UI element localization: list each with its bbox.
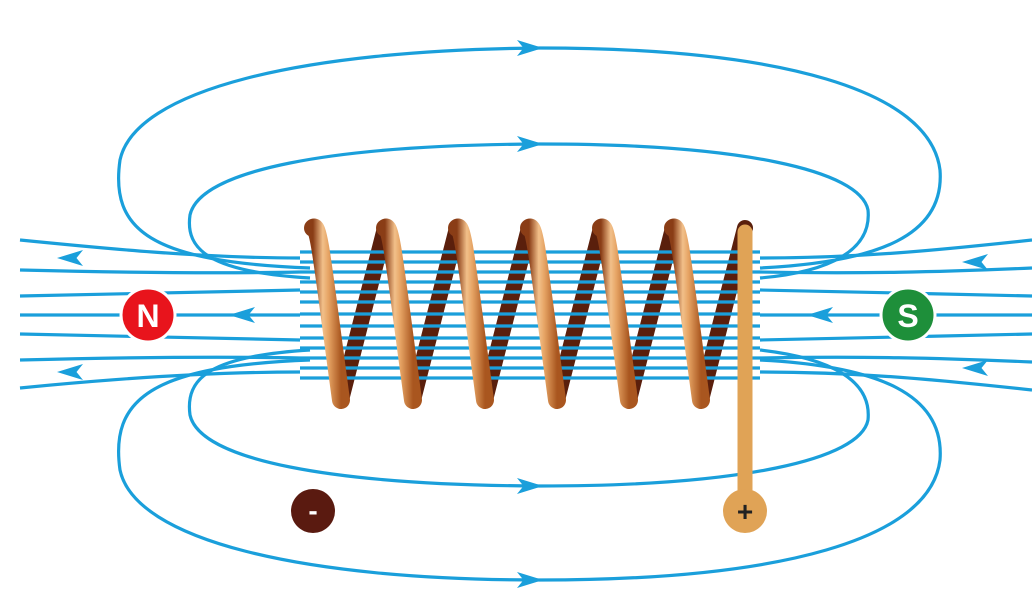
field-loop-bottom-inner (187, 348, 870, 488)
positive-terminal-label: + (737, 496, 753, 527)
arrow-right-bottom (962, 360, 988, 376)
coil-front-turn (592, 218, 638, 409)
arrow-left-center (229, 307, 255, 323)
field-left-spread-2 (19, 268, 301, 275)
arrow-right-center (807, 307, 833, 323)
south-pole-label: S (897, 298, 918, 334)
arrow-bottom-inner (517, 478, 543, 494)
arrow-top-outer (517, 40, 543, 56)
arrow-right-top (962, 254, 988, 270)
arrow-bottom-outer (517, 572, 543, 588)
north-pole-badge: N (119, 286, 177, 344)
coil-leads (305, 224, 753, 508)
positive-terminal: + (723, 489, 767, 533)
field-left-spread-6 (19, 355, 301, 362)
field-left-spread-7 (19, 370, 301, 390)
coil-front-turn (664, 218, 710, 409)
negative-terminal: - (291, 489, 335, 533)
field-loop-bottom-outer (117, 358, 942, 582)
field-right-spread-6 (759, 355, 1032, 364)
arrow-top-inner (517, 136, 543, 152)
negative-terminal-label: - (308, 495, 317, 526)
coil-front-turn (376, 218, 422, 409)
field-right-spread-7 (759, 370, 1032, 392)
coil-front-turn (520, 218, 566, 409)
field-left-spread-1 (19, 238, 301, 260)
field-right-spread-2 (759, 266, 1032, 275)
north-pole-label: N (136, 298, 159, 334)
coil-front-turn (448, 218, 494, 409)
arrow-left-bottom (57, 364, 83, 380)
south-pole-badge: S (879, 286, 937, 344)
field-right-spread-1 (759, 238, 1032, 260)
arrow-left-top (57, 250, 83, 266)
